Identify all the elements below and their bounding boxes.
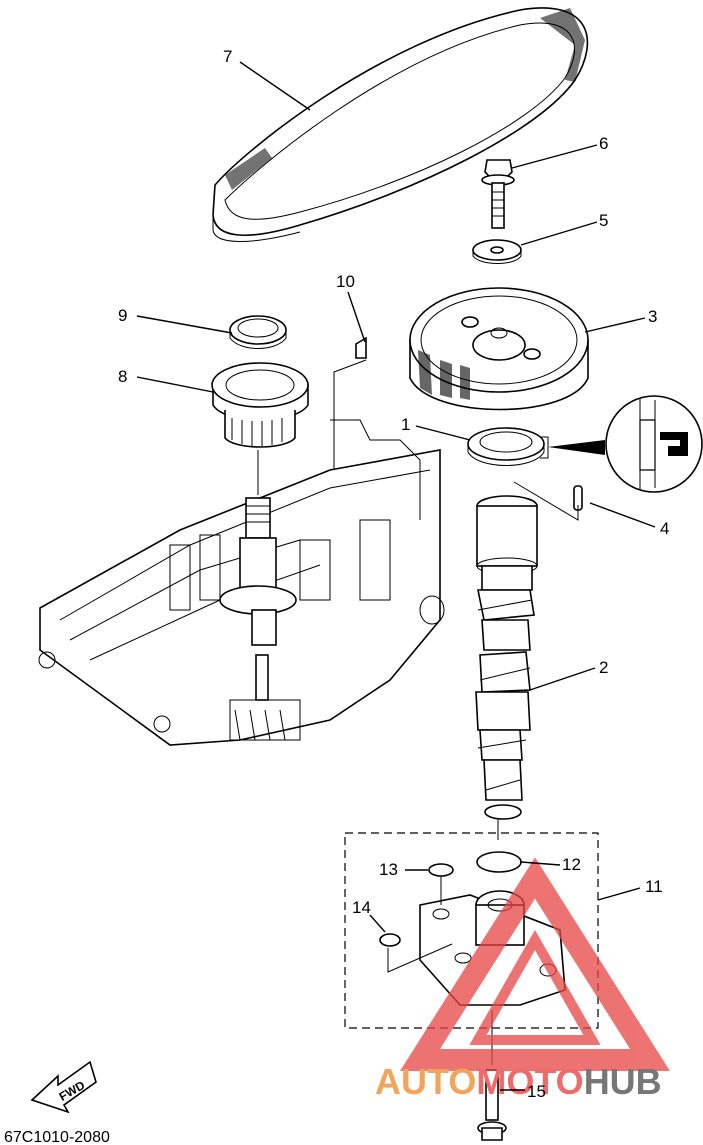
dowel-pin [513,481,583,521]
oil-seal-small [229,315,287,349]
forward-arrow-icon: FWD [30,1060,97,1114]
timing-belt [212,7,589,242]
drawing-code: 67C1010-2080 [4,1129,110,1145]
callout-4: 4 [660,519,669,538]
driven-pulley [409,287,589,411]
camshaft [475,495,538,840]
callout-15: 15 [527,1082,546,1101]
seal-detail-bubble [605,395,703,493]
callouts: 7 6 5 3 9 8 10 1 4 2 11 12 13 14 15 [118,47,669,1101]
cylinder-head-block [38,419,445,746]
callout-12: 12 [562,855,581,874]
watermark-text: AUTOMOTOHUB [375,1061,662,1102]
callout-2: 2 [599,658,608,677]
washer [472,239,522,264]
callout-6: 6 [599,134,608,153]
callout-11: 11 [645,877,663,896]
callout-14: 14 [352,898,371,917]
callout-1: 1 [401,415,410,434]
pump-bolt [477,1010,507,1141]
callout-7: 7 [223,47,232,66]
camshaft-oil-seal [467,427,605,466]
callout-3: 3 [648,307,657,326]
leader-lines [136,61,656,1091]
callout-8: 8 [118,367,127,386]
callout-9: 9 [118,306,127,325]
bearing-housing [211,362,309,448]
flange-bolt [481,159,515,229]
callout-13: 13 [379,860,398,879]
callout-5: 5 [599,211,608,230]
callout-10: 10 [336,272,355,291]
watermark-logo [400,857,670,1071]
